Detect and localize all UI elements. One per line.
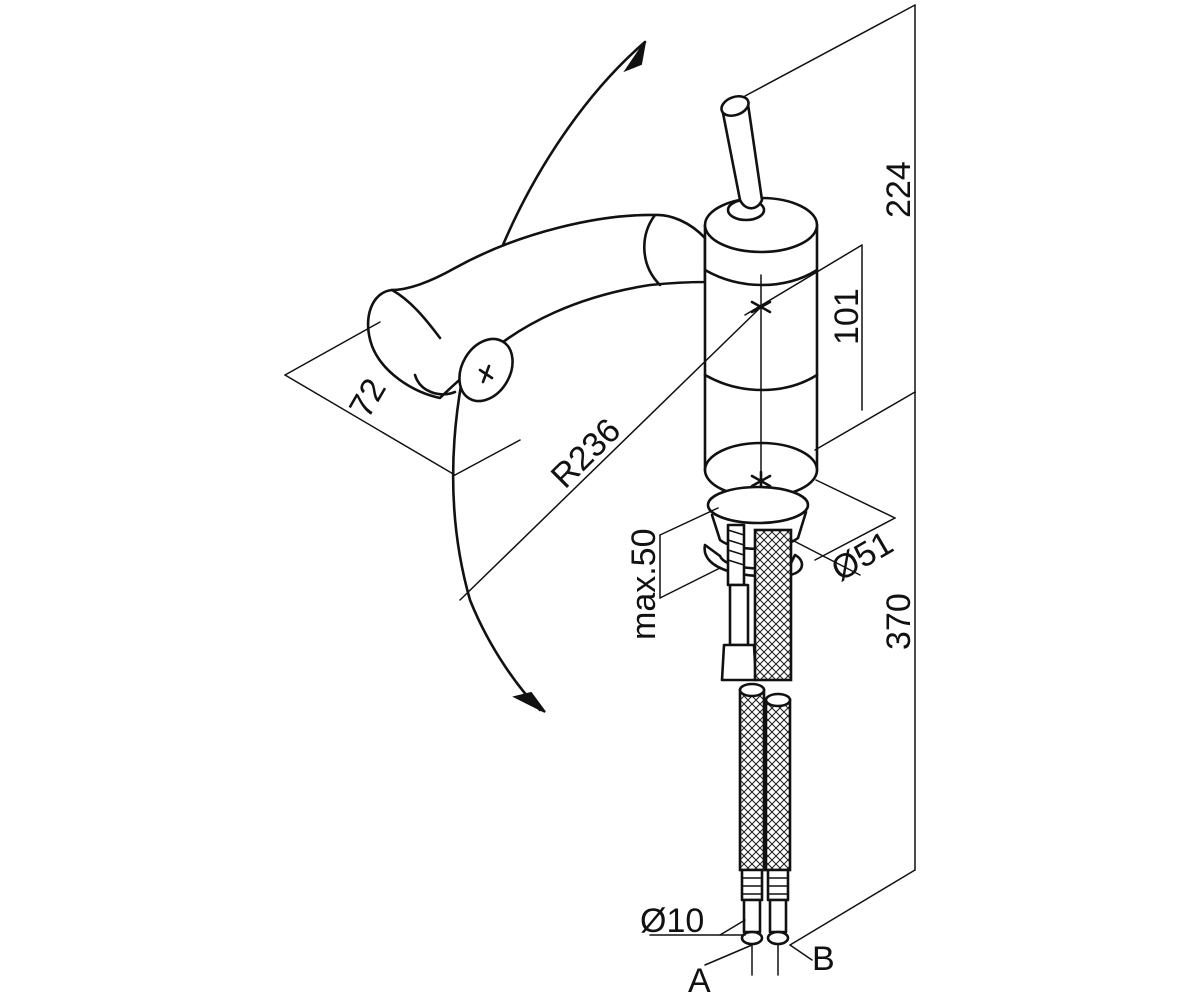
swivel-arrow-top-icon (623, 41, 646, 73)
swivel-arrow-bottom-icon (512, 691, 546, 713)
faucet-body (703, 196, 819, 499)
spout-center-cross-icon (478, 364, 494, 384)
hose-b-label: B (812, 940, 835, 978)
swivel-arc (451, 40, 647, 713)
dimension-r236-label: R236 (544, 411, 628, 495)
dimension-max50-label: max.50 (625, 529, 663, 641)
dimension-370-label: 370 (880, 593, 918, 650)
hose-a-label: A (688, 962, 711, 1000)
dimension-224-label: 224 (880, 161, 918, 218)
dimension-72-label: 72 (342, 372, 394, 424)
dimension-101-label: 101 (828, 288, 866, 345)
supply-hoses (720, 528, 793, 976)
spout (366, 213, 707, 403)
dimension-lines (284, 4, 916, 966)
lever-handle (720, 94, 766, 222)
dimension-d51-label: Ø51 (825, 524, 900, 589)
dimension-d10-label: Ø10 (640, 902, 704, 940)
